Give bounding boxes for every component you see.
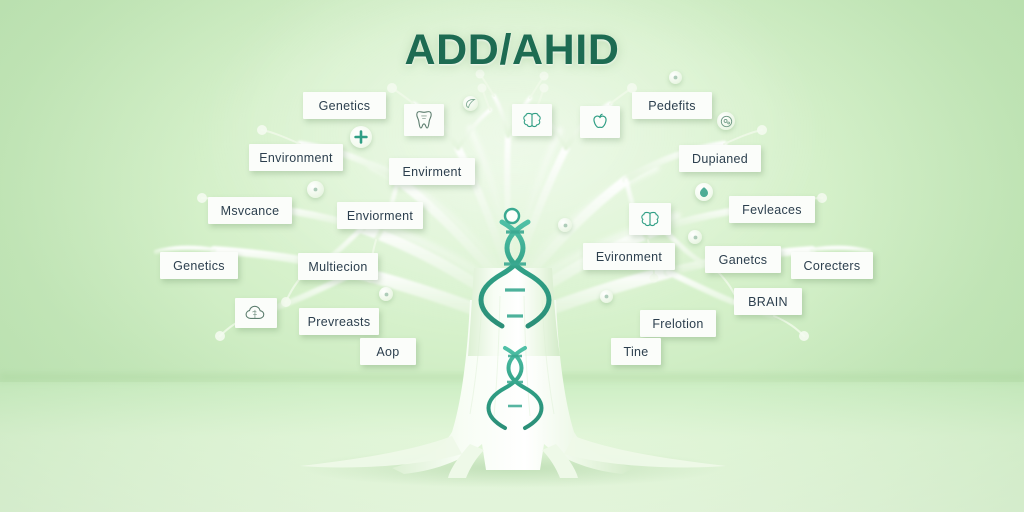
label-chip[interactable]: Msvcance — [208, 197, 292, 224]
label-chip-text: Enviorment — [346, 208, 414, 223]
label-chip-text: Fevleaces — [742, 202, 802, 217]
label-chip[interactable]: Genetics — [303, 92, 386, 119]
dot-icon — [669, 71, 682, 84]
dot-icon — [688, 230, 702, 244]
apple-icon — [590, 112, 610, 132]
label-chip-text: Tine — [623, 344, 649, 359]
label-chip[interactable]: Dupianed — [679, 145, 761, 172]
icon-chip-brain-icon[interactable] — [512, 104, 552, 136]
label-chip[interactable]: Enviorment — [337, 202, 423, 229]
label-chip[interactable]: Environment — [249, 144, 343, 171]
dot-icon — [600, 290, 613, 303]
label-chip-text: Genetics — [173, 258, 225, 273]
label-chip-text: Evironment — [595, 249, 663, 264]
label-chip-text: Environment — [259, 150, 333, 165]
label-chip-text: Corecters — [803, 258, 861, 273]
label-chip[interactable]: Aop — [360, 338, 416, 365]
label-chip-text: Dupianed — [692, 151, 748, 166]
label-chip-text: Pedefits — [648, 98, 696, 113]
label-chip-text: Multiecion — [308, 259, 368, 274]
cell-icon — [717, 112, 735, 130]
icon-chip-apple-icon[interactable] — [580, 106, 620, 138]
label-chip-text: Genetics — [318, 98, 371, 113]
page-title: ADD/AHID — [404, 26, 620, 74]
dot-icon — [558, 218, 572, 232]
label-chip[interactable]: Corecters — [791, 252, 873, 279]
brain-icon — [522, 111, 542, 129]
label-chip-text: Aop — [376, 344, 400, 359]
label-chip-text: BRAIN — [748, 294, 788, 309]
icon-chip-tooth-icon[interactable] — [404, 104, 444, 136]
label-chip-text: Ganetcs — [718, 252, 768, 267]
leaf-icon — [463, 96, 478, 111]
cloud-brain-icon — [244, 304, 268, 322]
label-chip[interactable]: Tine — [611, 338, 661, 365]
label-chip[interactable]: BRAIN — [734, 288, 802, 315]
label-chip[interactable]: Fevleaces — [729, 196, 815, 223]
label-chip[interactable]: Ganetcs — [705, 246, 781, 273]
seed-icon — [695, 183, 713, 201]
plus-icon — [350, 126, 372, 148]
icon-chip-brain-icon[interactable] — [629, 203, 671, 235]
label-chip[interactable]: Multiecion — [298, 253, 378, 280]
dot-icon — [307, 181, 324, 198]
label-chip[interactable]: Frelotion — [640, 310, 716, 337]
tooth-icon — [415, 110, 433, 130]
icon-chip-cloud-brain-icon[interactable] — [235, 298, 277, 328]
label-chip[interactable]: Genetics — [160, 252, 238, 279]
label-chip-text: Envirment — [402, 164, 462, 179]
label-chip-text: Frelotion — [652, 316, 704, 331]
label-chip[interactable]: Prevreasts — [299, 308, 379, 335]
label-chip-text: Prevreasts — [307, 314, 371, 329]
brain-icon — [640, 210, 660, 228]
dot-icon — [379, 287, 393, 301]
label-chip[interactable]: Evironment — [583, 243, 675, 270]
label-chip-text: Msvcance — [220, 203, 280, 218]
label-chip[interactable]: Envirment — [389, 158, 475, 185]
label-chip[interactable]: Pedefits — [632, 92, 712, 119]
